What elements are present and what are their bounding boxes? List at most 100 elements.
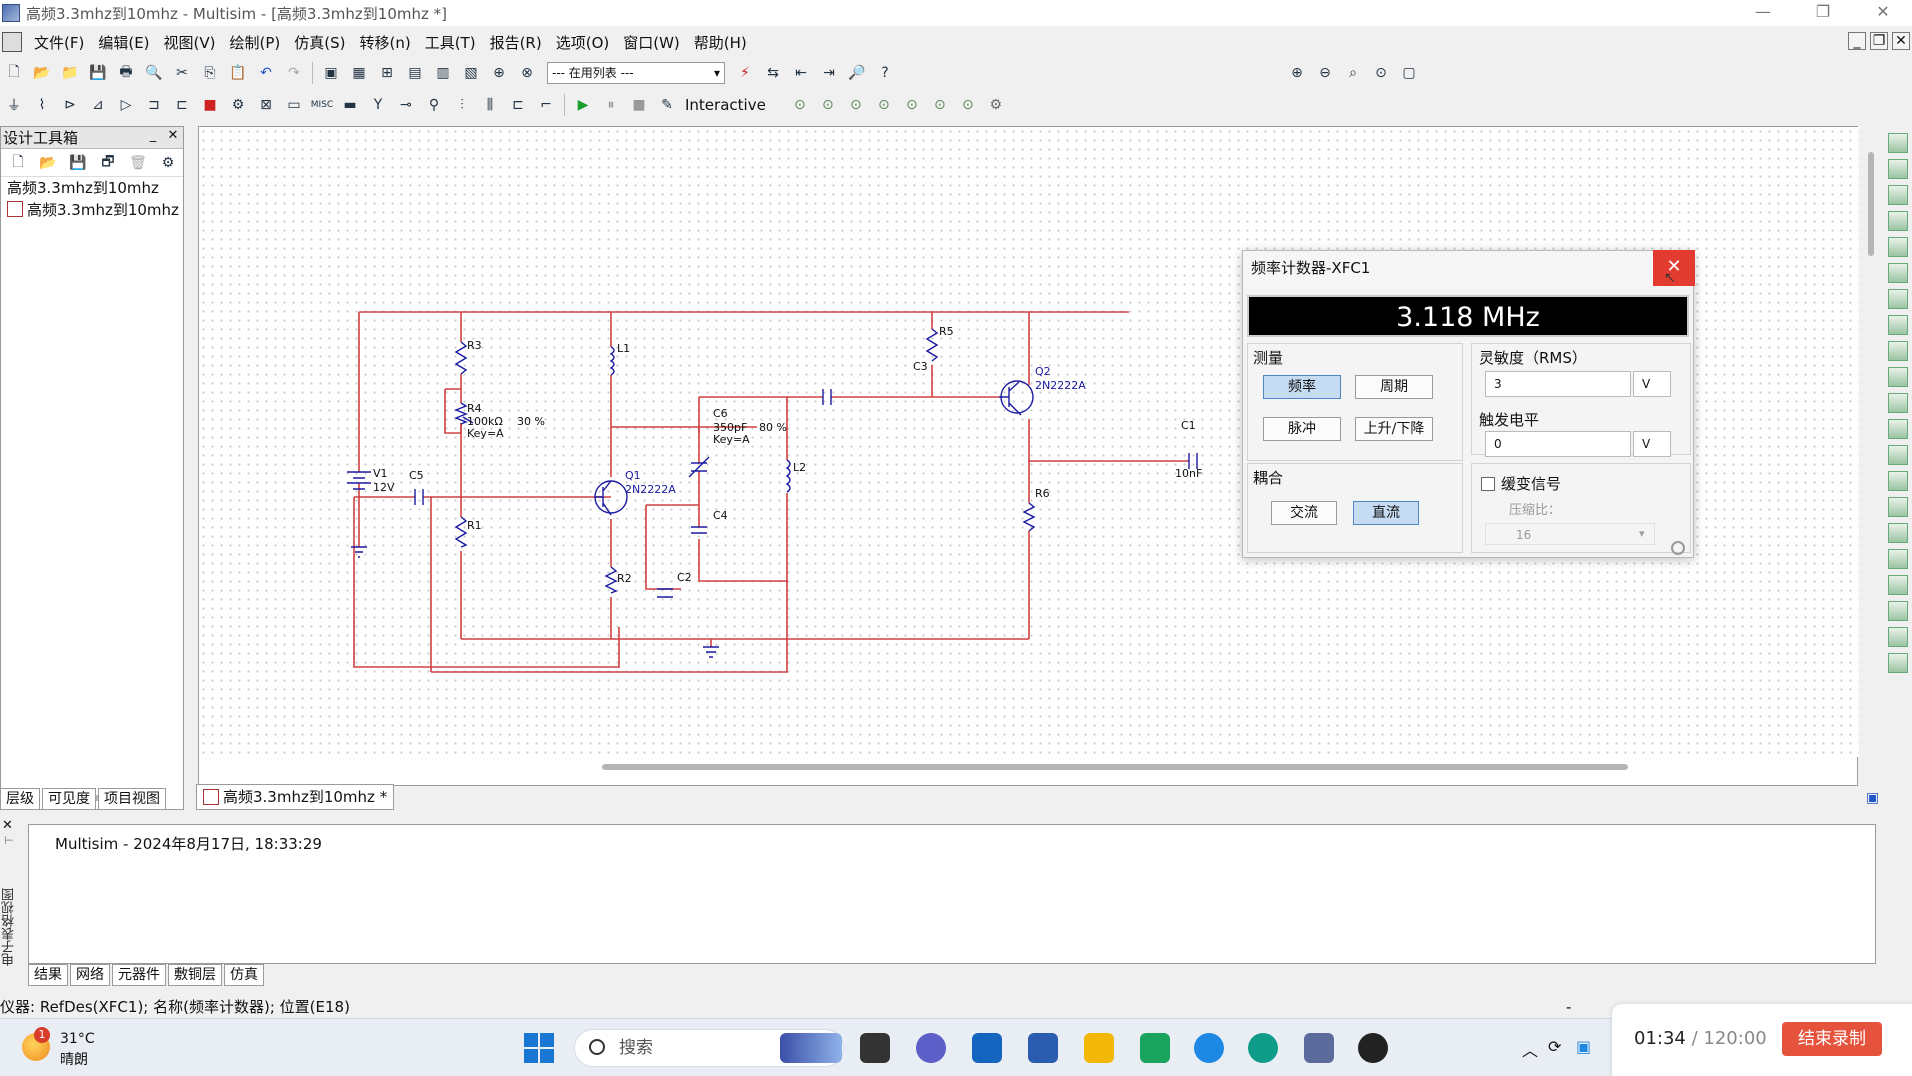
fullscreen-icon[interactable]: ▢ (1402, 65, 1416, 81)
trigger-unit-select[interactable]: V (1633, 431, 1671, 457)
document-menu-icon[interactable] (2, 32, 22, 52)
cut-icon[interactable]: ✂ (176, 65, 188, 81)
store-icon[interactable] (1028, 1033, 1058, 1063)
multisim-taskbar-icon[interactable] (1304, 1033, 1334, 1063)
labview-instrument-icon[interactable] (1888, 601, 1908, 621)
slow-signal-checkbox[interactable] (1481, 477, 1495, 491)
mixed-component-icon[interactable]: ⊠ (260, 97, 272, 113)
menu-transfer[interactable]: 转移(n) (359, 33, 411, 52)
undo-icon[interactable]: ↶ (260, 65, 272, 81)
electromechanical-icon[interactable]: ⊸ (400, 97, 412, 113)
save-design-icon[interactable]: 💾 (69, 154, 87, 171)
network-icon[interactable]: ▣ (1576, 1037, 1592, 1056)
probe-voltage-icon[interactable]: ⊙ (793, 97, 806, 113)
frequency-counter-titlebar[interactable]: 频率计数器-XFC1 (1243, 251, 1693, 287)
close-dialog-button[interactable]: ✕ (1653, 250, 1695, 286)
multimeter-icon[interactable] (1888, 133, 1908, 153)
help-icon[interactable]: ? (881, 65, 889, 81)
results-output-area[interactable]: Multisim - 2024年8月17日, 18:33:29 (28, 824, 1876, 964)
zoom-in-icon[interactable]: ⊕ (1291, 65, 1303, 81)
agilent-oscilloscope-icon[interactable] (1888, 549, 1908, 569)
rise-fall-mode-button[interactable]: 上升/下降 (1355, 417, 1433, 441)
open-folder-icon[interactable]: 📂 (33, 65, 51, 81)
tab-project-view[interactable]: 项目视图 (98, 788, 166, 810)
bus-icon[interactable]: ⊏ (512, 97, 524, 113)
postprocessor-icon[interactable]: ▥ (436, 65, 450, 81)
database-manager-icon[interactable]: ⊞ (381, 65, 393, 81)
interactive-analysis-icon[interactable]: ✎ (661, 97, 673, 113)
save-icon[interactable]: 💾 (89, 65, 107, 81)
trigger-level-input[interactable]: 0 (1485, 431, 1631, 457)
ac-coupling-button[interactable]: 交流 (1271, 501, 1337, 525)
advanced-peripheral-icon[interactable]: ⚙ (231, 97, 245, 113)
basic-component-icon[interactable]: ⌇ (38, 97, 46, 113)
tab-simulation[interactable]: 仿真 (224, 964, 264, 986)
component-wizard-icon[interactable]: ⊕ (493, 65, 505, 81)
probe-reference-icon[interactable]: ⊙ (905, 97, 918, 113)
period-mode-button[interactable]: 周期 (1355, 375, 1433, 399)
probe-settings-icon[interactable]: ⚙ (989, 97, 1003, 113)
file-explorer-icon[interactable] (1084, 1033, 1114, 1063)
in-use-list-select[interactable]: --- 在用列表 --- (547, 62, 725, 84)
bode-plotter-icon[interactable] (1888, 263, 1908, 283)
search-highlight-icon[interactable] (780, 1033, 842, 1063)
rf-component-icon[interactable]: Y (373, 97, 383, 113)
stop-simulation-icon[interactable]: ■ (632, 97, 646, 113)
mdi-close-button[interactable]: ✕ (1892, 32, 1910, 50)
edge-dev-icon[interactable] (1248, 1033, 1278, 1063)
frequency-mode-button[interactable]: 频率 (1263, 375, 1341, 399)
tektronix-oscilloscope-icon[interactable] (1888, 575, 1908, 595)
sync-icon[interactable]: ⟳ (1548, 1037, 1562, 1056)
menu-edit[interactable]: 编辑(E) (98, 33, 150, 52)
open-design-icon[interactable]: 📁 (61, 65, 79, 81)
tab-results[interactable]: 结果 (28, 964, 68, 986)
find-examples-icon[interactable]: 🔎 (848, 65, 866, 81)
menu-reports[interactable]: 报告(R) (489, 33, 542, 52)
run-simulation-icon[interactable]: ▶ (577, 97, 589, 113)
four-channel-oscilloscope-icon[interactable] (1888, 237, 1908, 257)
erc-icon[interactable]: ⚡ (740, 65, 750, 81)
menu-window[interactable]: 窗口(W) (623, 33, 680, 52)
logic-analyzer-icon[interactable] (1888, 367, 1908, 387)
stop-recording-button[interactable]: 结束录制 (1782, 1022, 1882, 1056)
canvas-horizontal-scrollbar[interactable] (602, 764, 1628, 770)
zoom-out-icon[interactable]: ⊖ (1319, 65, 1331, 81)
document-tab[interactable]: 高频3.3mhz到10mhz * (196, 784, 395, 810)
mail-icon[interactable] (1140, 1033, 1170, 1063)
wire-icon[interactable]: ⌐ (540, 97, 552, 113)
menu-view[interactable]: 视图(V) (163, 33, 216, 52)
tab-hierarchy[interactable]: 层级 (0, 788, 40, 810)
forward-annotate-icon[interactable]: ⇥ (823, 65, 835, 81)
weather-condition[interactable]: 晴朗 (60, 1052, 88, 1068)
agilent-generator-icon[interactable] (1888, 497, 1908, 517)
cmos-component-icon[interactable]: ⊏ (176, 97, 188, 113)
properties-icon[interactable]: ⚙ (161, 154, 175, 171)
windows-start-icon[interactable] (524, 1033, 554, 1063)
power-component-icon[interactable]: ▬ (343, 97, 357, 113)
probe-digital-icon[interactable]: ⊙ (933, 97, 946, 113)
tab-copper-layers[interactable]: 敷铜层 (168, 964, 222, 986)
redo-icon[interactable]: ↷ (288, 65, 300, 81)
dc-coupling-button[interactable]: 直流 (1353, 501, 1419, 525)
menu-file[interactable]: 文件(F) (34, 33, 85, 52)
pulse-mode-button[interactable]: 脉冲 (1263, 417, 1341, 441)
menu-simulate[interactable]: 仿真(S) (294, 33, 346, 52)
interactive-mode-label[interactable]: Interactive (685, 96, 766, 114)
probe-differential-icon[interactable]: ⊙ (877, 97, 890, 113)
transistor-component-icon[interactable]: ⊿ (92, 97, 104, 113)
network-analyzer-icon[interactable] (1888, 471, 1908, 491)
connector-icon[interactable]: ⫶ (460, 97, 464, 113)
agilent-multimeter-icon[interactable] (1888, 523, 1908, 543)
spreadsheet-view-icon[interactable]: ▦ (352, 65, 366, 81)
menu-help[interactable]: 帮助(H) (693, 33, 747, 52)
mcu-component-icon[interactable]: ■ (203, 97, 217, 113)
new-sheet-icon[interactable]: 🗗 (101, 153, 115, 170)
spectrum-analyzer-icon[interactable] (1888, 445, 1908, 465)
print-icon[interactable]: 🖶 (119, 64, 133, 80)
frequency-counter-icon[interactable] (1888, 289, 1908, 309)
tree-item-sheet[interactable]: 高频3.3mhz到10mhz (1, 199, 183, 221)
copy-icon[interactable]: ⎘ (204, 65, 216, 81)
distortion-analyzer-icon[interactable] (1888, 419, 1908, 439)
close-window-button[interactable]: ✕ (1876, 2, 1890, 21)
new-design-icon[interactable]: 🗋 (12, 153, 24, 170)
